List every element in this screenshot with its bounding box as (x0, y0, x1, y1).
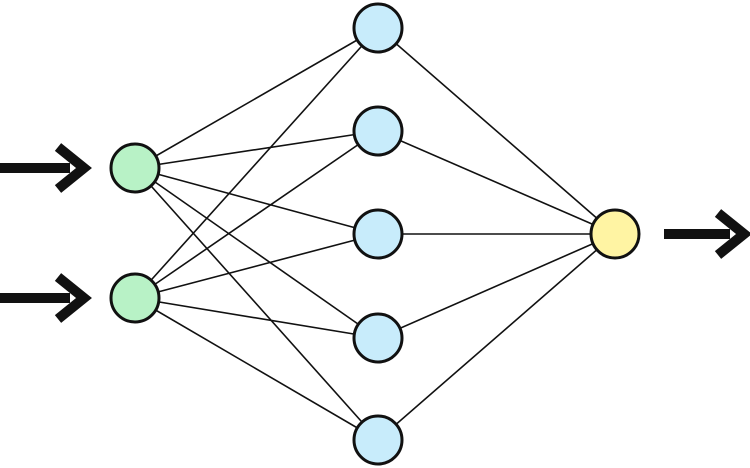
output-arrow-1-icon-head (714, 209, 750, 259)
connection-input-2-hidden-1 (134, 27, 379, 299)
input-node-1 (109, 142, 161, 194)
hidden-node-1 (352, 2, 404, 54)
hidden-node-3 (352, 208, 404, 260)
connection-hidden-2-output-1 (377, 130, 616, 235)
hidden-node-5 (352, 414, 404, 466)
connection-input-2-hidden-2 (134, 130, 379, 299)
connection-input-2-hidden-3 (134, 233, 379, 299)
hidden-node-2 (352, 105, 404, 157)
connection-input-1-hidden-4 (134, 167, 379, 339)
input-arrow-2-icon (0, 273, 92, 323)
connection-input-1-hidden-5 (134, 167, 379, 441)
connections-group (134, 27, 616, 441)
connection-hidden-1-output-1 (377, 27, 616, 235)
hidden-node-4 (352, 312, 404, 364)
connection-input-1-hidden-1 (134, 27, 379, 169)
input-arrow-2-icon-head (54, 273, 92, 323)
output-node-1 (589, 208, 641, 260)
connection-input-1-hidden-2 (134, 130, 379, 169)
connection-hidden-4-output-1 (377, 233, 616, 339)
arrows-group (0, 143, 750, 323)
connection-input-2-hidden-4 (134, 297, 379, 339)
connection-input-1-hidden-3 (134, 167, 379, 235)
connection-hidden-5-output-1 (377, 233, 616, 441)
input-arrow-1-icon (0, 143, 92, 193)
output-arrow-1-icon (664, 209, 750, 259)
input-node-2 (109, 272, 161, 324)
nodes-group (109, 2, 641, 466)
input-arrow-1-icon-head (54, 143, 92, 193)
connection-input-2-hidden-5 (134, 297, 379, 441)
